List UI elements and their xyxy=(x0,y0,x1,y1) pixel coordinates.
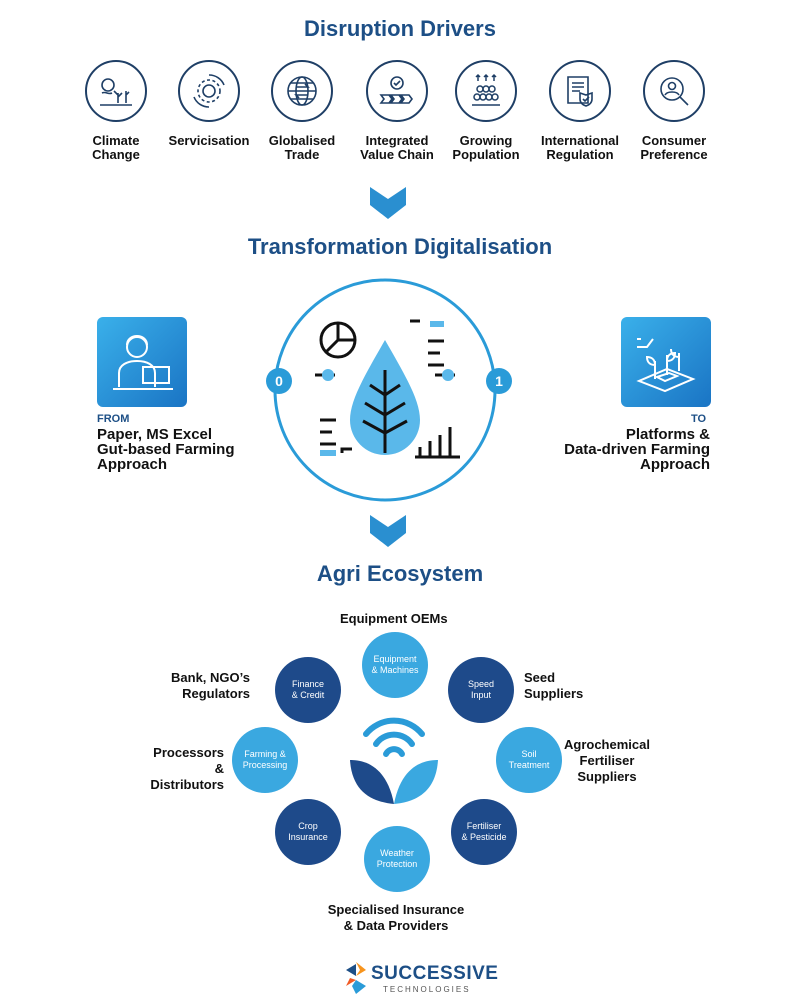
bar-chart-icon xyxy=(415,427,460,459)
label-bank-ngo: Bank, NGO’s Regulators xyxy=(171,670,250,701)
driver-servicisation: Servicisation xyxy=(159,60,259,148)
list-lines-icon xyxy=(320,418,352,453)
chevron-down-icon xyxy=(370,187,406,219)
document-lines-icon xyxy=(410,319,444,367)
disruption-drivers-title: Disruption Drivers xyxy=(304,16,496,41)
driver-label: Consumer Preference xyxy=(640,133,708,162)
driver-label: International Regulation xyxy=(540,133,619,162)
driver-label: Servicisation xyxy=(168,133,250,148)
driver-consumer-preference: Consumer Preference xyxy=(624,60,724,162)
logo-subtitle: TECHNOLOGIES xyxy=(383,985,471,994)
pie-chart-icon xyxy=(319,321,357,359)
population-icon xyxy=(455,60,517,122)
gear-cycle-icon xyxy=(178,60,240,122)
agri-ecosystem-title: Agri Ecosystem xyxy=(316,561,484,586)
value-chain-icon xyxy=(366,60,428,122)
node-fertiliser-pesticide: Fertiliser & Pesticide xyxy=(451,799,517,865)
label-agrochemical: Agrochemical Fertiliser Suppliers xyxy=(564,737,650,784)
label-insurance-data: Specialised Insurance & Data Providers xyxy=(327,902,465,933)
label-equipment-oems: Equipment OEMs xyxy=(340,611,448,626)
node-soil-treatment: Soil Treatment xyxy=(496,727,562,793)
water-drop-tree-icon xyxy=(350,340,420,455)
driver-integrated-value-chain: Integrated Value Chain xyxy=(347,60,447,162)
regulation-document-icon xyxy=(549,60,611,122)
globe-icon xyxy=(271,60,333,122)
chevron-down-icon xyxy=(370,515,406,547)
digitalisation-circle xyxy=(273,278,497,502)
driver-climate-change: Climate Change xyxy=(66,60,166,162)
one-badge: 1 xyxy=(486,368,512,394)
node-speed-input: Speed Input xyxy=(448,657,514,723)
logo-name: SUCCESSIVE xyxy=(371,963,499,984)
driver-international-regulation: International Regulation xyxy=(530,60,630,162)
to-tag: TO xyxy=(691,413,707,425)
person-laptop-icon xyxy=(113,335,173,390)
driver-label: Growing Population xyxy=(452,133,520,162)
node-equipment-machines: Equipment & Machines xyxy=(362,632,428,698)
from-text: Paper, MS Excel Gut-based Farming Approa… xyxy=(97,426,235,473)
zero-badge: 0 xyxy=(266,368,292,394)
successive-logo-icon xyxy=(346,962,366,994)
label-processors: Processors & Distributors xyxy=(150,745,224,792)
smart-farm-icon xyxy=(636,338,696,393)
consumer-search-icon xyxy=(643,60,705,122)
climate-icon xyxy=(85,60,147,122)
node-farming-processing: Farming & Processing xyxy=(232,727,298,793)
driver-globalised-trade: Globalised Trade xyxy=(252,60,352,162)
driver-label: Globalised Trade xyxy=(268,133,336,162)
paper-work-box xyxy=(97,317,187,407)
label-seed-suppliers: Seed Suppliers xyxy=(524,670,584,701)
driver-growing-population: Growing Population xyxy=(436,60,536,162)
node-weather-protection: Weather Protection xyxy=(364,826,430,892)
transformation-title: Transformation Digitalisation xyxy=(247,234,553,259)
to-text: Platforms & Data-driven Farming Approach xyxy=(564,426,710,473)
driver-label: Integrated Value Chain xyxy=(360,133,434,162)
driver-label: Climate Change xyxy=(92,133,140,162)
node-crop-insurance: Crop Insurance xyxy=(275,799,341,865)
from-tag: FROM xyxy=(97,413,130,425)
smart-agri-leaf-icon xyxy=(350,717,438,804)
node-finance-credit: Finance & Credit xyxy=(275,657,341,723)
digital-farming-box xyxy=(621,317,711,407)
